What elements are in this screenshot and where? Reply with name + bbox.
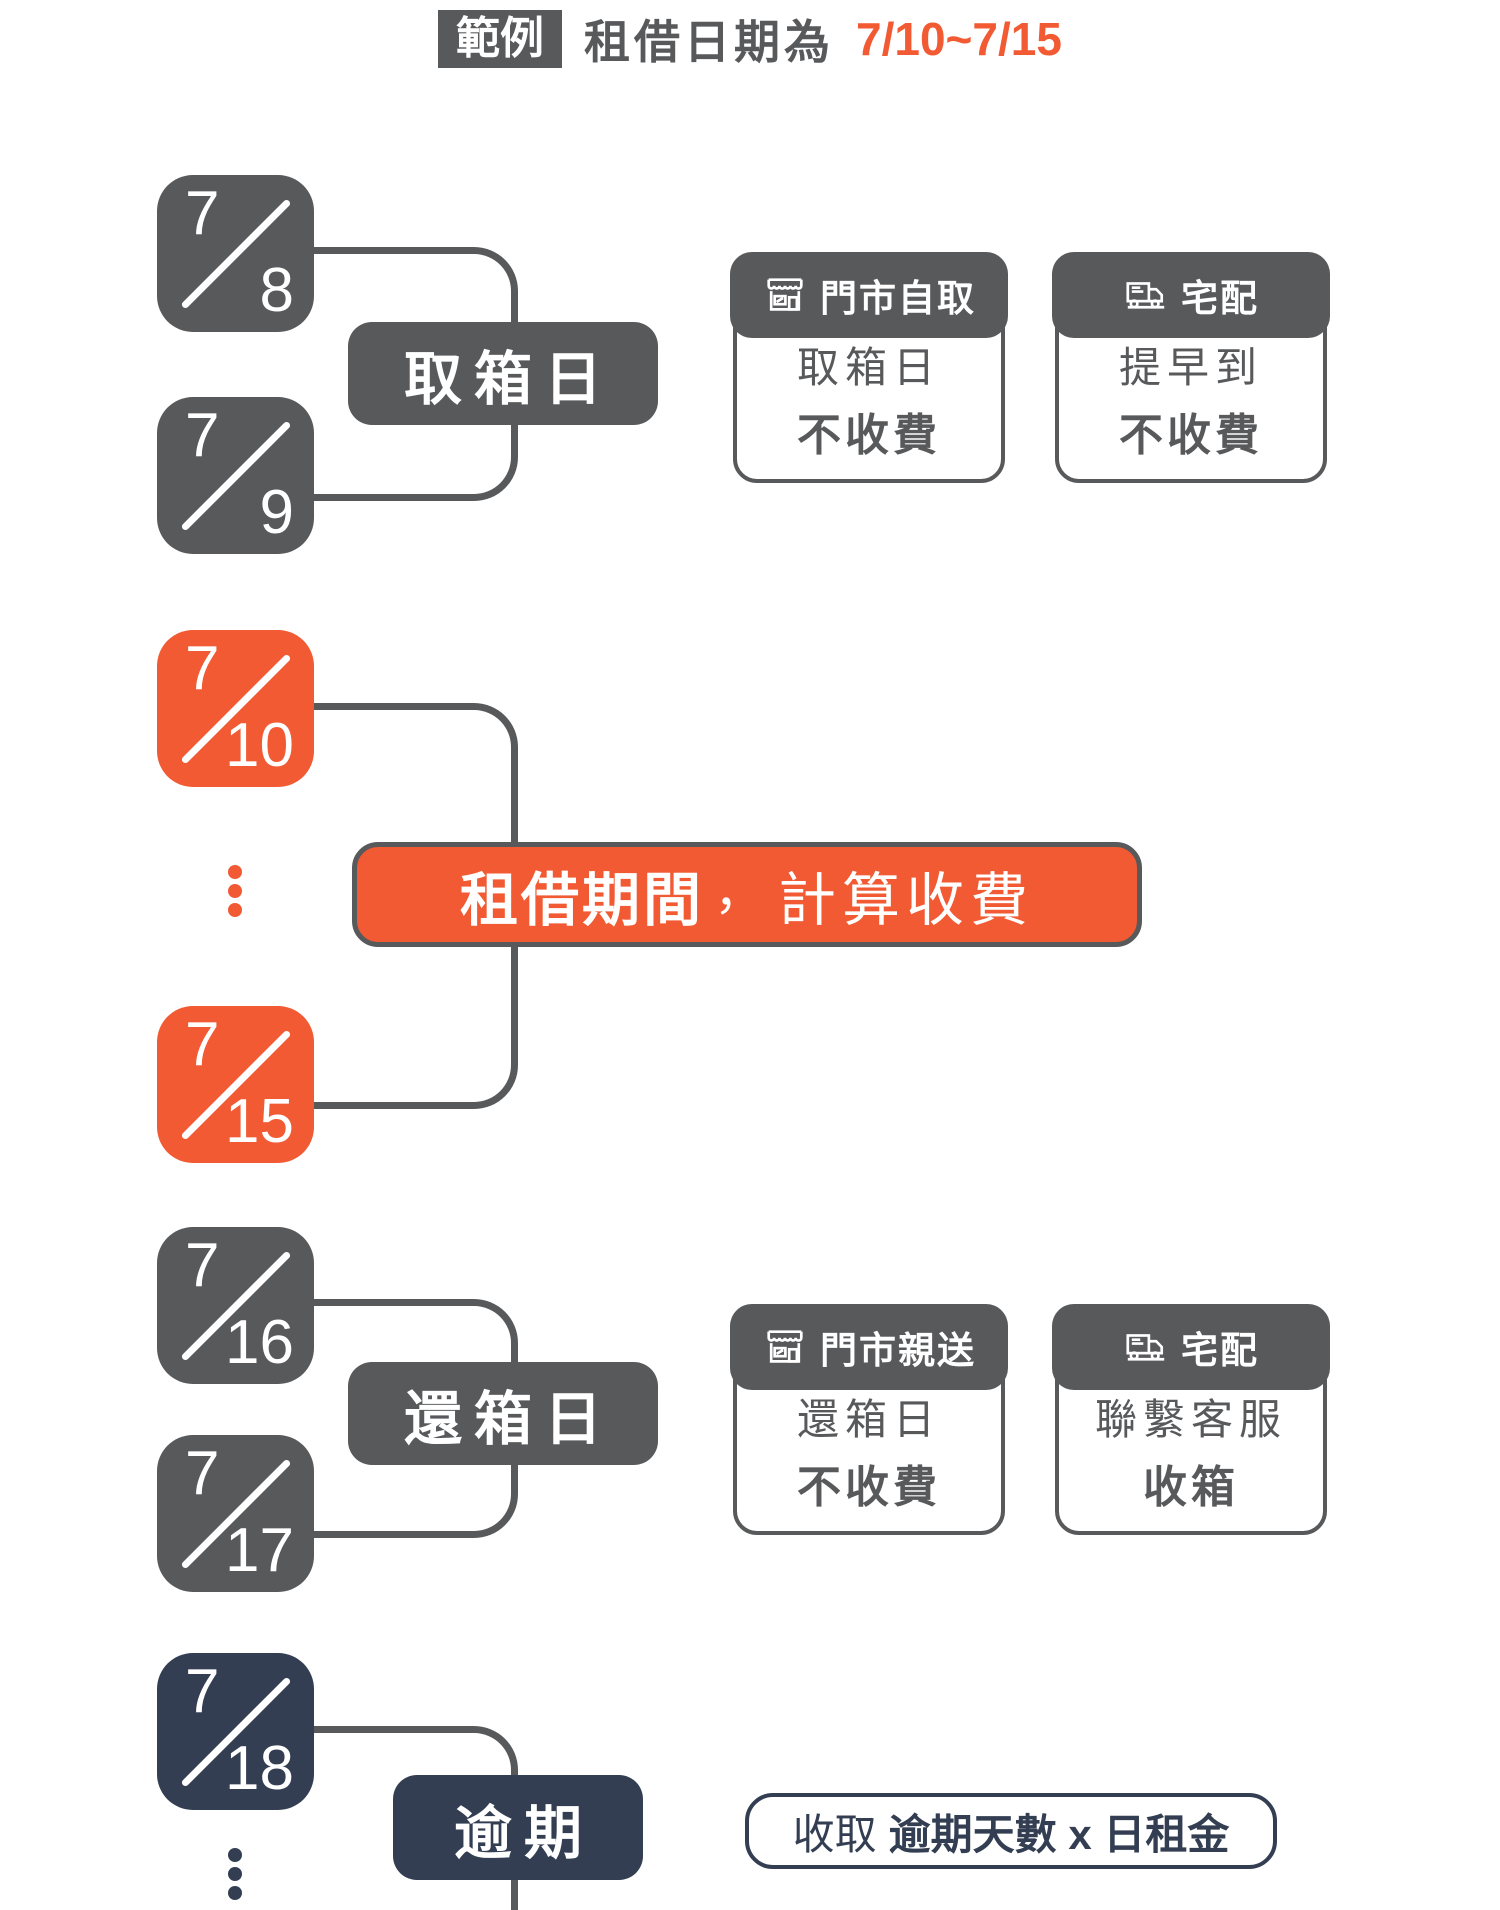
pickup-store-card: 取箱日 不收費 門市自取 — [730, 252, 1008, 483]
card-line2: 不收費 — [797, 411, 941, 460]
return-store-card-header: 門市親送 — [730, 1304, 1008, 1390]
card-line1: 提早到 — [1118, 344, 1263, 391]
date-tile-7-16: 7 16 — [157, 1227, 314, 1384]
card-header-label: 宅配 — [1181, 278, 1259, 319]
card-header-label: 門市自取 — [820, 278, 976, 319]
storefront-icon — [767, 1330, 803, 1363]
truck-icon — [1126, 282, 1165, 309]
pickup-store-card-header: 門市自取 — [730, 252, 1008, 338]
card-line2: 不收費 — [797, 1463, 941, 1512]
pickup-delivery-card: 提早到 不收費 宅配 — [1052, 252, 1330, 483]
rental-ellipsis-dots — [228, 865, 242, 917]
return-delivery-card-header: 宅配 — [1052, 1304, 1330, 1390]
tile-month: 7 — [185, 1010, 220, 1079]
title-text: 租借日期為 — [584, 16, 835, 68]
rental-period-banner: 租借期間 ， 計算收費 — [352, 842, 1142, 947]
title: 範例 租借日期為 7/10~7/15 — [0, 0, 1500, 78]
tile-month: 7 — [185, 401, 220, 470]
tile-day: 10 — [225, 711, 294, 780]
pickup-day-label: 取箱日 — [348, 322, 658, 425]
tile-month: 7 — [185, 1231, 220, 1300]
truck-icon — [1126, 1334, 1165, 1361]
date-tile-7-15: 7 15 — [157, 1006, 314, 1163]
card-line1: 還箱日 — [796, 1396, 941, 1443]
tile-month: 7 — [185, 1657, 220, 1726]
banner-rest-text: 計算收費 — [778, 867, 1035, 933]
storefront-icon — [767, 278, 803, 311]
date-tile-7-10: 7 10 — [157, 630, 314, 787]
tile-month: 7 — [185, 1439, 220, 1508]
date-tile-7-8: 7 8 — [157, 175, 314, 332]
tile-day: 8 — [259, 256, 294, 325]
date-tile-7-18: 7 18 — [157, 1653, 314, 1810]
tile-month: 7 — [185, 634, 220, 703]
card-line2: 不收費 — [1119, 411, 1263, 460]
example-badge: 範例 — [438, 10, 563, 68]
card-line1: 聯繫客服 — [1094, 1396, 1287, 1443]
pickup-delivery-card-header: 宅配 — [1052, 252, 1330, 338]
tile-day: 16 — [225, 1308, 294, 1377]
card-header-label: 門市親送 — [820, 1330, 976, 1371]
title-date-range: 7/10~7/15 — [856, 13, 1062, 65]
tile-day: 15 — [225, 1087, 294, 1156]
overdue-label: 逾期 — [393, 1775, 643, 1880]
tile-day: 9 — [259, 478, 294, 547]
return-day-label: 還箱日 — [348, 1362, 658, 1465]
note-regular-text: 收取 — [792, 1810, 877, 1858]
note-bold-text: 逾期天數 x 日租金 — [888, 1810, 1230, 1858]
tile-day: 18 — [225, 1734, 294, 1803]
tile-day: 17 — [225, 1516, 294, 1585]
card-header-label: 宅配 — [1181, 1330, 1259, 1371]
banner-strong-text: 租借期間 — [459, 867, 704, 933]
banner-comma: ， — [714, 863, 764, 920]
overdue-fee-note: 收取 逾期天數 x 日租金 — [745, 1793, 1277, 1869]
card-line1: 取箱日 — [796, 344, 941, 391]
card-line2: 收箱 — [1143, 1463, 1239, 1512]
overdue-ellipsis-dots — [228, 1848, 242, 1900]
return-store-card: 還箱日 不收費 門市親送 — [730, 1304, 1008, 1535]
tile-month: 7 — [185, 179, 220, 248]
return-delivery-card: 聯繫客服 收箱 宅配 — [1052, 1304, 1330, 1535]
date-tile-7-17: 7 17 — [157, 1435, 314, 1592]
date-tile-7-9: 7 9 — [157, 397, 314, 554]
